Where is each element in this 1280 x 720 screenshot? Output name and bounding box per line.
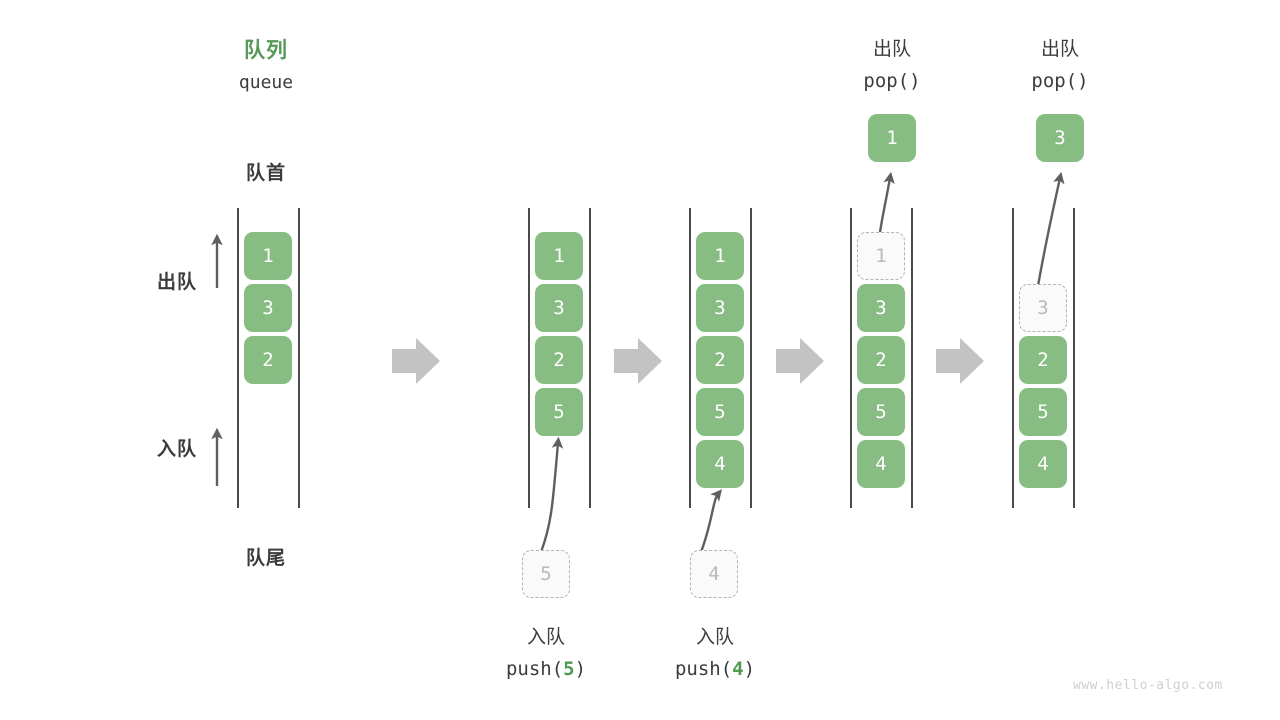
caption-pop-3-cn: 出队 — [1040, 38, 1079, 60]
queue-rail-right-stage-1 — [298, 208, 300, 508]
queue-cell: 2 — [535, 336, 583, 384]
queue-rail-right-stage-4 — [911, 208, 913, 508]
incoming-ghost-cell: 5 — [522, 550, 570, 598]
caption-code-post: ) — [909, 70, 921, 92]
queue-cell: 5 — [696, 388, 744, 436]
queue-cell: 5 — [857, 388, 905, 436]
caption-code-post: ) — [743, 658, 756, 680]
caption-pop-3-code: pop() — [1000, 70, 1120, 92]
queue-cell: 4 — [1019, 440, 1067, 488]
queue-cell: 3 — [244, 284, 292, 332]
caption-code-pre: push( — [505, 658, 564, 680]
label-queue-front: 队首 — [245, 162, 286, 184]
caption-push-5-code: push(5) — [486, 658, 606, 680]
caption-code-num: 5 — [563, 658, 575, 680]
queue-cell: 1 — [244, 232, 292, 280]
queue-cell: 5 — [1019, 388, 1067, 436]
step-arrow-3 — [776, 338, 824, 384]
queue-rail-right-stage-3 — [750, 208, 752, 508]
queue-rail-left-stage-2 — [528, 208, 530, 508]
queue-cell-ghost: 1 — [857, 232, 905, 280]
caption-code-post: ) — [574, 658, 587, 680]
caption-push-4-cn: 入队 — [695, 626, 734, 648]
queue-cell: 3 — [535, 284, 583, 332]
caption-code-num: 4 — [732, 658, 744, 680]
push-arrow-5 — [539, 436, 564, 553]
queue-cell: 3 — [857, 284, 905, 332]
popped-cell: 1 — [868, 114, 916, 162]
queue-cell: 2 — [696, 336, 744, 384]
watermark: www.hello-algo.com — [1073, 678, 1223, 693]
page-title: 队列 — [244, 38, 288, 62]
queue-rail-left-stage-4 — [850, 208, 852, 508]
queue-cell: 2 — [1019, 336, 1067, 384]
label-queue-rear: 队尾 — [245, 547, 286, 569]
queue-cell: 1 — [696, 232, 744, 280]
popped-cell: 3 — [1036, 114, 1084, 162]
page-subtitle: queue — [238, 72, 294, 93]
queue-cell: 2 — [857, 336, 905, 384]
queue-cell: 5 — [535, 388, 583, 436]
queue-rail-left-stage-3 — [689, 208, 691, 508]
queue-cell-ghost: 3 — [1019, 284, 1067, 332]
caption-pop-1-cn: 出队 — [872, 38, 911, 60]
step-arrow-2 — [614, 338, 662, 384]
queue-cell: 4 — [696, 440, 744, 488]
label-enqueue-direction: 入队 — [156, 438, 197, 460]
step-arrow-4 — [936, 338, 984, 384]
incoming-ghost-cell: 4 — [690, 550, 738, 598]
step-arrow-1 — [392, 338, 440, 384]
queue-cell: 1 — [535, 232, 583, 280]
caption-pop-1-code: pop() — [832, 70, 952, 92]
label-dequeue-direction: 出队 — [156, 271, 197, 293]
queue-rail-right-stage-2 — [589, 208, 591, 508]
caption-push-5-cn: 入队 — [526, 626, 565, 648]
queue-cell: 2 — [244, 336, 292, 384]
caption-code-post: ) — [1077, 70, 1089, 92]
caption-code-pre: pop( — [1031, 70, 1078, 92]
queue-rail-left-stage-5 — [1012, 208, 1014, 508]
caption-code-pre: pop( — [863, 70, 910, 92]
queue-rail-left-stage-1 — [237, 208, 239, 508]
queue-cell: 3 — [696, 284, 744, 332]
caption-push-4-code: push(4) — [655, 658, 775, 680]
queue-rail-right-stage-5 — [1073, 208, 1075, 508]
push-arrow-4 — [699, 489, 722, 553]
caption-code-pre: push( — [674, 658, 733, 680]
queue-cell: 4 — [857, 440, 905, 488]
